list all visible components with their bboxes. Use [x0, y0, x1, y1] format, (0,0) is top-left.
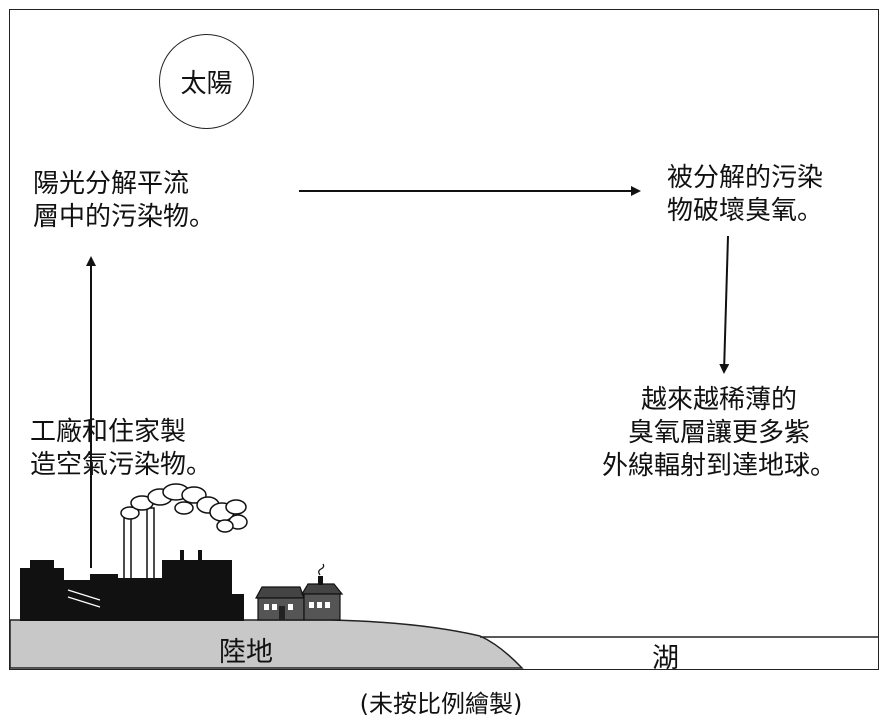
scale-note: (未按比例繪製) — [359, 690, 523, 718]
smokestack-2 — [146, 507, 155, 581]
house — [254, 563, 344, 621]
step-uv-text: 越來越稀薄的 臭氧層讓更多紫 外線輻射到達地球。 — [601, 385, 836, 481]
smoke-cloud — [120, 483, 248, 533]
arrow-down — [719, 235, 730, 374]
sun: 太陽 — [159, 34, 254, 129]
smokestack-1 — [123, 517, 132, 581]
step-ozone-text: 被分解的污染 物破壞臭氧。 — [667, 163, 824, 226]
step-sunlight-text: 陽光分解平流 層中的污染物。 — [33, 169, 216, 232]
step-factory-text: 工廠和住家製 造空氣污染物。 — [30, 417, 213, 480]
factory-pipes — [67, 589, 101, 608]
land-label: 陸地 — [219, 637, 273, 668]
sun-label: 太陽 — [180, 69, 233, 99]
land-ground — [9, 619, 524, 669]
factory — [20, 550, 244, 621]
lake-label: 湖 — [652, 643, 679, 674]
